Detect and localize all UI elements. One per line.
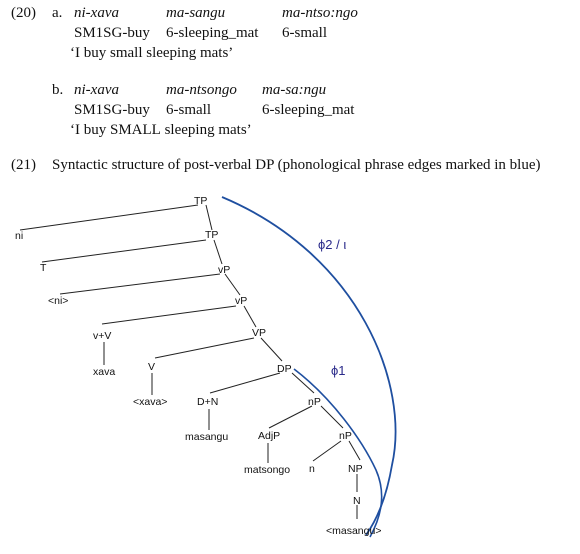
node-ni-trace: <ni> xyxy=(48,295,68,307)
ex20a-gloss-3: 6-small xyxy=(282,25,327,41)
ex20b-translation-post: sleeping mats’ xyxy=(160,122,252,138)
ex21-number: (21) xyxy=(11,157,36,173)
node-adjp: AdjP xyxy=(258,430,280,442)
node-vp-big: VP xyxy=(252,327,266,339)
phi2-boundary-curve xyxy=(221,196,397,536)
node-ni: ni xyxy=(15,230,23,242)
node-vp-little-2: vP xyxy=(235,295,247,307)
phi1-boundary-curve xyxy=(293,368,383,538)
ex20b-translation-pre: ‘I buy xyxy=(70,122,110,138)
node-dp: DP xyxy=(277,363,292,375)
node-n-little: n xyxy=(309,463,315,475)
ex20b-translation: ‘I buy SMALL sleeping mats’ xyxy=(70,121,252,139)
node-matsongo: matsongo xyxy=(244,464,290,476)
ex20a-gloss-1: SM1SG-buy xyxy=(74,25,150,41)
node-np-big: NP xyxy=(348,463,363,475)
tree-branches xyxy=(19,204,361,519)
ex20b-word-1: ni-xava xyxy=(74,82,119,98)
ex20a-letter: a. xyxy=(52,5,63,21)
ex20b-gloss-1: SM1SG-buy xyxy=(74,102,150,118)
ex20a-translation: ‘I buy small sleeping mats’ xyxy=(70,45,234,61)
ex20a-gloss-2: 6-sleeping_mat xyxy=(166,25,259,41)
ex20-number: (20) xyxy=(11,5,36,21)
phi1-label: ϕ1 xyxy=(331,363,346,378)
ex20b-word-2: ma-ntsongo xyxy=(166,82,237,98)
node-np-little-2: nP xyxy=(339,430,352,442)
node-v: V xyxy=(148,361,155,373)
ex20a-word-2: ma-sangu xyxy=(166,5,226,21)
ex20b-letter: b. xyxy=(52,82,64,98)
node-xava: xava xyxy=(93,366,115,378)
node-masangu: masangu xyxy=(185,431,228,443)
node-vp-little-1: vP xyxy=(218,264,230,276)
node-xava-trace: <xava> xyxy=(133,396,167,408)
ex20b-translation-smallcaps: SMALL xyxy=(110,122,161,138)
node-tp-top: TP xyxy=(194,195,207,207)
phi2-iota-label: ϕ2 / ι xyxy=(318,237,346,252)
ex21-caption: Syntactic structure of post-verbal DP (p… xyxy=(52,157,541,173)
ex20a-word-3: ma-ntso:ngo xyxy=(282,5,358,21)
ex20b-gloss-2: 6-small xyxy=(166,102,211,118)
node-d-plus-n: D+N xyxy=(197,396,218,408)
ex20a-word-1: ni-xava xyxy=(74,5,119,21)
node-masangu-trace: <masangu> xyxy=(326,525,381,537)
ex20b-word-3: ma-sa:ngu xyxy=(262,82,327,98)
node-tp-second: TP xyxy=(205,229,218,241)
node-n-big: N xyxy=(353,495,361,507)
ex20b-gloss-3: 6-sleeping_mat xyxy=(262,102,355,118)
node-t: T xyxy=(40,262,47,274)
node-v-plus-v: v+V xyxy=(93,330,111,342)
node-np-little-1: nP xyxy=(308,396,321,408)
